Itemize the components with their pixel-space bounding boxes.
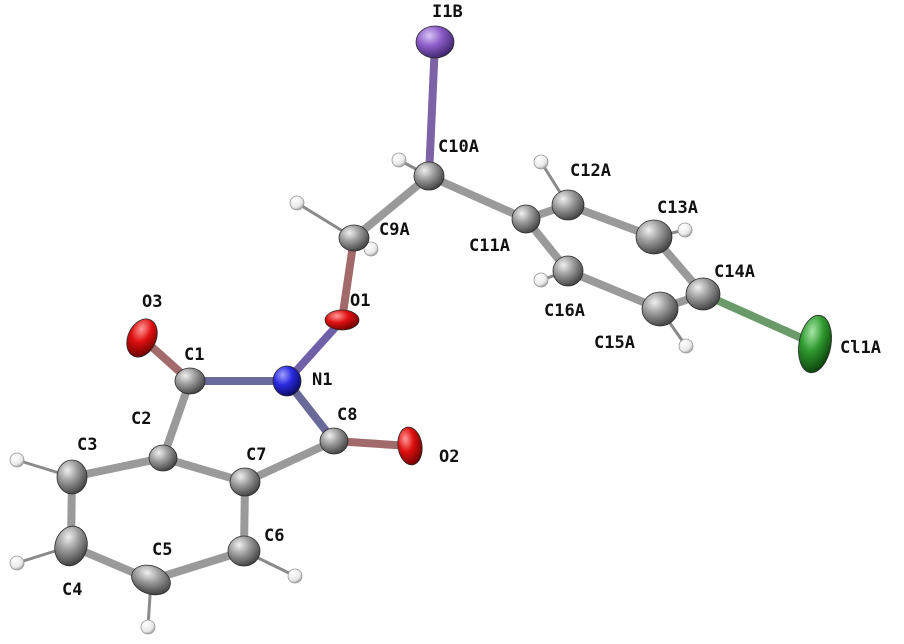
label-c16a: C16A: [544, 301, 585, 321]
atom-o1: [324, 309, 360, 331]
atom-c11a: [511, 204, 541, 234]
atom-c9a: [338, 224, 370, 252]
label-cl1a: Cl1A: [840, 338, 881, 358]
atom-c8: [319, 427, 349, 455]
atom-c14a: [685, 277, 721, 311]
atom-h-c12a: [533, 154, 549, 170]
bond-c10a-c11a: [425, 172, 530, 223]
label-c13a: C13A: [657, 198, 698, 218]
atom-h-c9a-a: [289, 195, 305, 211]
atom-c5: [131, 564, 171, 596]
atom-c6: [227, 535, 261, 567]
label-c15a: C15A: [594, 333, 635, 353]
label-c3: C3: [77, 435, 97, 455]
atom-i1b: [415, 25, 455, 59]
atom-o2: [397, 426, 423, 466]
atom-c4: [54, 525, 88, 567]
label-c1: C1: [184, 345, 204, 365]
label-c6: C6: [264, 526, 284, 546]
atom-c16a: [552, 255, 584, 287]
atom-c13a: [635, 219, 673, 255]
bond-c8-c7: [241, 437, 338, 486]
atom-h-c10a: [391, 152, 407, 168]
atom-c15a: [641, 291, 679, 327]
label-c12a: C12A: [570, 161, 611, 181]
hydrogen-atoms: [9, 152, 694, 635]
label-c5: C5: [152, 540, 172, 560]
label-o2: O2: [439, 447, 459, 467]
label-i1b: I1B: [432, 2, 463, 22]
atom-h-c5: [140, 619, 156, 635]
bond-i1b-c10a: [425, 38, 439, 180]
atom-c10a: [413, 161, 445, 191]
atom-c2: [148, 444, 178, 472]
label-c8: C8: [337, 405, 357, 425]
label-c2: C2: [131, 409, 151, 429]
label-n1: N1: [312, 370, 332, 390]
label-c4: C4: [62, 580, 82, 600]
atom-c7: [229, 467, 261, 497]
label-o3: O3: [142, 292, 162, 312]
atom-h-c9a-b: [363, 241, 379, 257]
atom-o3: [126, 318, 158, 358]
bond-c9a-o1: [338, 234, 358, 324]
label-c14a: C14A: [714, 262, 755, 282]
atom-h-c13a: [677, 222, 693, 238]
label-c11a: C11A: [469, 236, 510, 256]
atom-h-c16a: [533, 272, 549, 288]
bonds: [67, 38, 819, 584]
label-c7: C7: [246, 445, 266, 465]
atom-labels: I1B C10A C9A O1 N1 C1 O3 C8 O2 C2 C7 C3 …: [62, 2, 881, 600]
atom-c12a: [551, 189, 585, 221]
atom-h-c3: [9, 452, 25, 468]
label-o1: O1: [350, 291, 370, 311]
atom-c3: [56, 459, 88, 495]
atom-n1: [272, 365, 302, 397]
atom-h-c6: [287, 568, 303, 584]
atom-h-c15a: [678, 338, 694, 354]
atom-c1: [174, 367, 206, 395]
heavy-atoms: [54, 25, 832, 596]
atom-h-c4: [9, 555, 25, 571]
label-c10a: C10A: [438, 137, 479, 157]
bond-c14a-cl1a: [699, 290, 819, 348]
atom-cl1a: [798, 314, 832, 374]
bond-c10a-c9a: [350, 172, 433, 242]
label-c9a: C9A: [379, 220, 410, 240]
